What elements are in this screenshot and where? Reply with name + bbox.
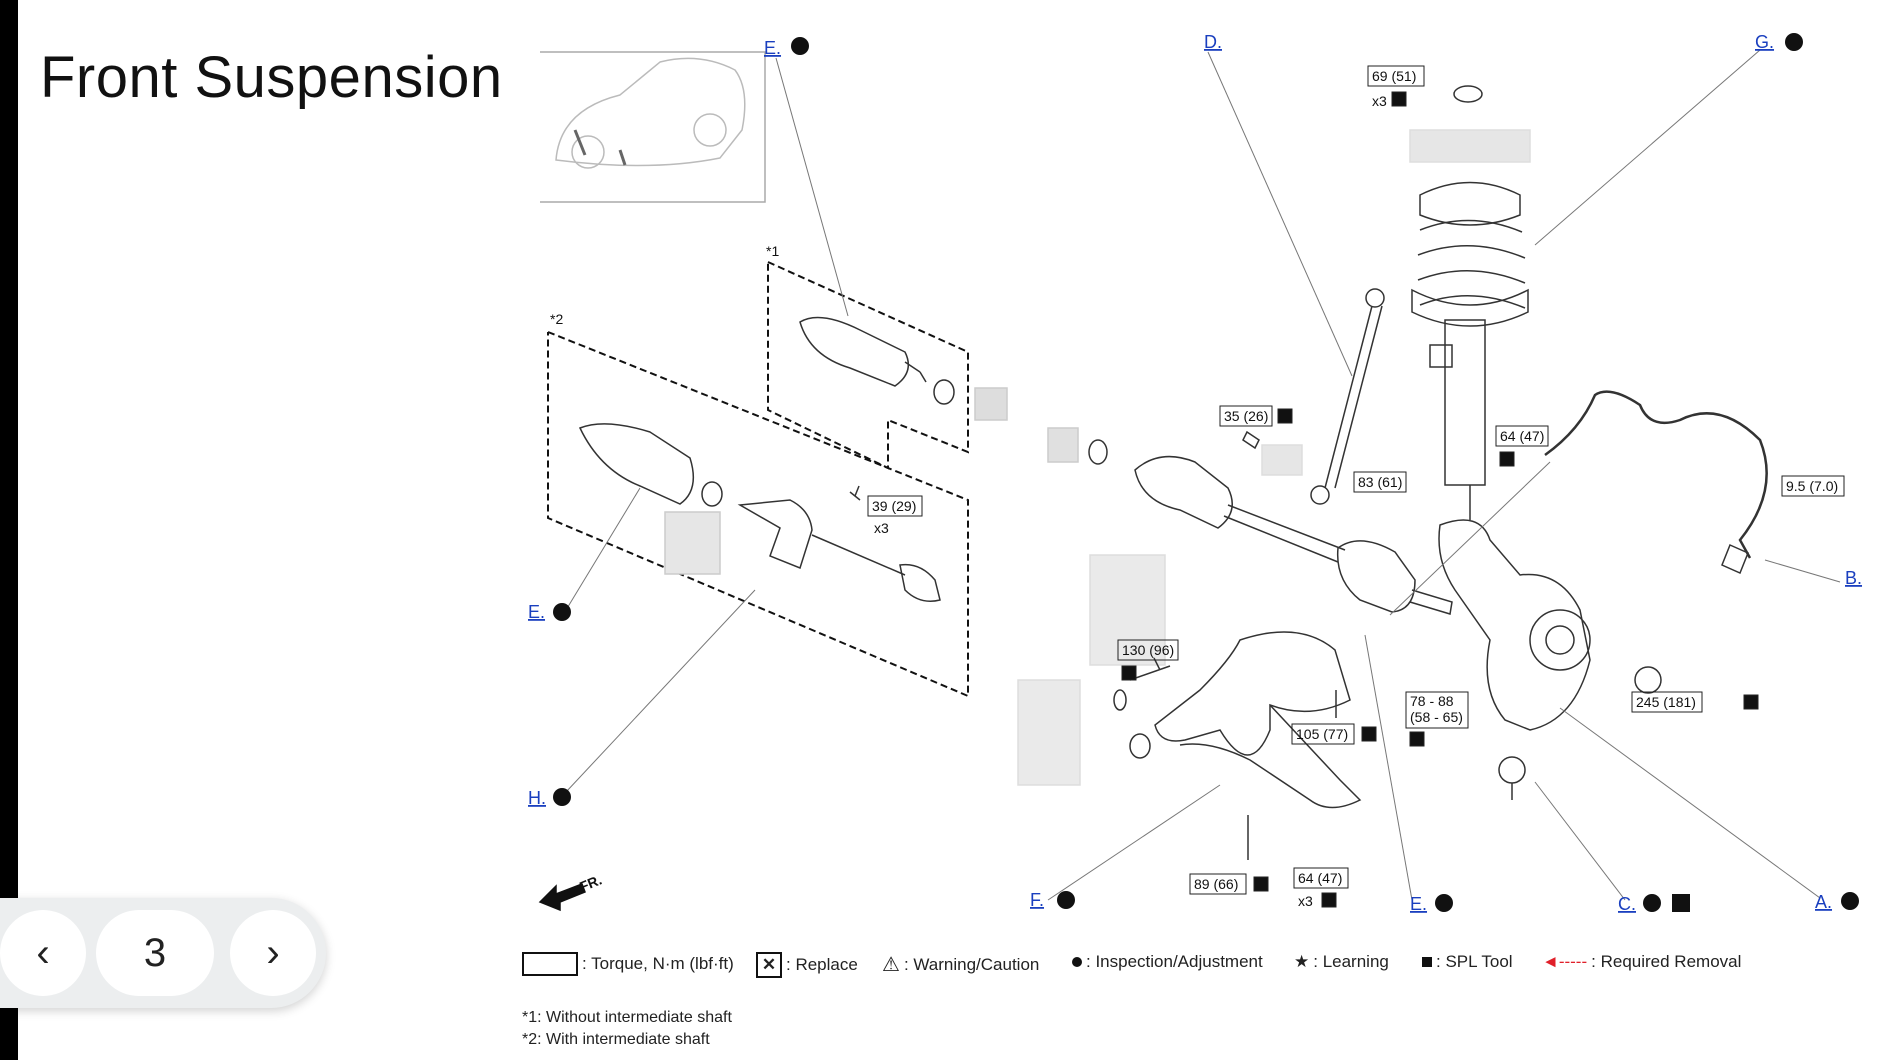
front-arrow-label: FR. xyxy=(577,871,604,894)
page-number: 3 xyxy=(96,910,214,996)
inspection-marker xyxy=(1785,33,1803,51)
group-label-2: *2 xyxy=(550,311,563,327)
torque-35: 35 (26) xyxy=(1224,408,1268,424)
legend-torque: : Torque, N·m (lbf·ft) xyxy=(522,952,734,976)
callout-e-top[interactable]: E. xyxy=(764,38,781,58)
page-navigator: ‹ 3 › xyxy=(0,898,326,1008)
torque-105: 105 (77) xyxy=(1296,726,1348,742)
chevron-right-icon: › xyxy=(266,930,280,975)
drive-shaft xyxy=(1047,427,1453,615)
torque-245: 245 (181) xyxy=(1636,694,1696,710)
abs-sensor-wire xyxy=(1544,390,1768,559)
legend-removal-label: : Required Removal xyxy=(1591,952,1742,971)
legend-inspection-label: : Inspection/Adjustment xyxy=(1086,952,1263,971)
front-arrow xyxy=(538,883,586,912)
callout-e-bottom[interactable]: E. xyxy=(1410,894,1427,914)
inspection-marker xyxy=(1841,892,1859,910)
legend-spl-label: : SPL Tool xyxy=(1436,952,1513,971)
legend-warning: ⚠ : Warning/Caution xyxy=(882,952,1039,977)
inspection-marker xyxy=(553,603,571,621)
callout-h[interactable]: H. xyxy=(528,788,546,808)
inspection-marker xyxy=(553,788,571,806)
warning-icon: ⚠ xyxy=(882,954,900,976)
legend-inspection: : Inspection/Adjustment xyxy=(1072,952,1263,972)
inspection-marker xyxy=(791,37,809,55)
torque-130: 130 (96) xyxy=(1122,642,1174,658)
steering-knuckle xyxy=(1438,519,1662,800)
vehicle-thumbnail xyxy=(540,51,766,203)
lower-control-arm xyxy=(1017,554,1362,860)
legend-removal: ◄----- : Required Removal xyxy=(1542,952,1741,972)
prev-page-button[interactable]: ‹ xyxy=(0,910,86,996)
callout-b[interactable]: B. xyxy=(1845,568,1862,588)
stabilizer-link xyxy=(1242,288,1385,505)
red-arrow-icon: ◄----- xyxy=(1542,952,1588,971)
group-1-outline xyxy=(767,261,969,470)
replace-icon xyxy=(1253,876,1269,892)
callout-f[interactable]: F. xyxy=(1030,890,1044,910)
replace-icon xyxy=(1499,451,1515,467)
legend-learning: ★ : Learning xyxy=(1294,952,1389,972)
inspection-marker xyxy=(1643,894,1661,912)
inner-joint-1 xyxy=(799,316,1008,421)
next-page-button[interactable]: › xyxy=(230,910,316,996)
inspection-marker xyxy=(1057,891,1075,909)
left-edge-bar xyxy=(0,0,18,1060)
replace-icon xyxy=(1121,665,1137,681)
torque-64-a: 64 (47) xyxy=(1500,428,1544,444)
callout-d[interactable]: D. xyxy=(1204,32,1222,52)
torque-64-b: 64 (47) xyxy=(1298,870,1342,886)
torque-box-icon xyxy=(522,952,578,976)
torque-64-b-qty: x3 xyxy=(1298,893,1313,909)
torque-58-65: (58 - 65) xyxy=(1410,709,1463,725)
torque-69-qty: x3 xyxy=(1372,93,1387,109)
legend-spl: : SPL Tool xyxy=(1422,952,1513,972)
inspection-dot-icon xyxy=(1072,957,1082,967)
replace-icon xyxy=(1277,408,1293,424)
inspection-marker xyxy=(1435,894,1453,912)
torque-69: 69 (51) xyxy=(1372,68,1416,84)
replace-icon xyxy=(1361,726,1377,742)
spl-tool-marker xyxy=(1672,894,1690,912)
replace-icon xyxy=(1321,892,1337,908)
group-label-1: *1 xyxy=(766,243,779,259)
replace-icon xyxy=(1743,694,1759,710)
leader-lines xyxy=(565,49,1841,901)
callout-c[interactable]: C. xyxy=(1618,894,1636,914)
legend-learning-label: : Learning xyxy=(1313,952,1389,971)
torque-39: 39 (29) xyxy=(872,498,916,514)
callout-e-left[interactable]: E. xyxy=(528,602,545,622)
callout-g[interactable]: G. xyxy=(1755,32,1774,52)
footnotes: *1: Without intermediate shaft *2: With … xyxy=(522,1007,732,1051)
torque-39-qty: x3 xyxy=(874,520,889,536)
legend-replace-label: : Replace xyxy=(786,955,858,974)
callout-labels: E. D. G. E. H. B. F. E. C. A. xyxy=(528,32,1862,914)
replace-icon xyxy=(1409,731,1425,747)
group-2-outline xyxy=(547,331,969,698)
torque-78-88: 78 - 88 xyxy=(1410,693,1454,709)
torque-89: 89 (66) xyxy=(1194,876,1238,892)
square-icon xyxy=(1422,957,1432,967)
legend-warning-label: : Warning/Caution xyxy=(903,954,1040,974)
note-2: *2: With intermediate shaft xyxy=(522,1031,710,1048)
replace-icon xyxy=(1391,91,1407,107)
replace-icon: ✕ xyxy=(756,952,782,978)
inner-joint-2 xyxy=(578,423,941,602)
legend-replace: ✕ : Replace xyxy=(756,952,858,978)
chevron-left-icon: ‹ xyxy=(36,930,50,975)
page-title: Front Suspension xyxy=(40,45,503,110)
torque-9-5: 9.5 (7.0) xyxy=(1786,478,1838,494)
torque-83: 83 (61) xyxy=(1358,474,1402,490)
callout-a[interactable]: A. xyxy=(1815,892,1832,912)
strut-assembly xyxy=(1409,85,1531,520)
star-icon: ★ xyxy=(1294,952,1310,971)
note-1: *1: Without intermediate shaft xyxy=(522,1009,732,1026)
torque-values: 69 (51) x3 35 (26) 64 (47) 83 (61) 9.5 (… xyxy=(867,65,1845,909)
legend-torque-label: : Torque, N·m (lbf·ft) xyxy=(582,954,734,973)
